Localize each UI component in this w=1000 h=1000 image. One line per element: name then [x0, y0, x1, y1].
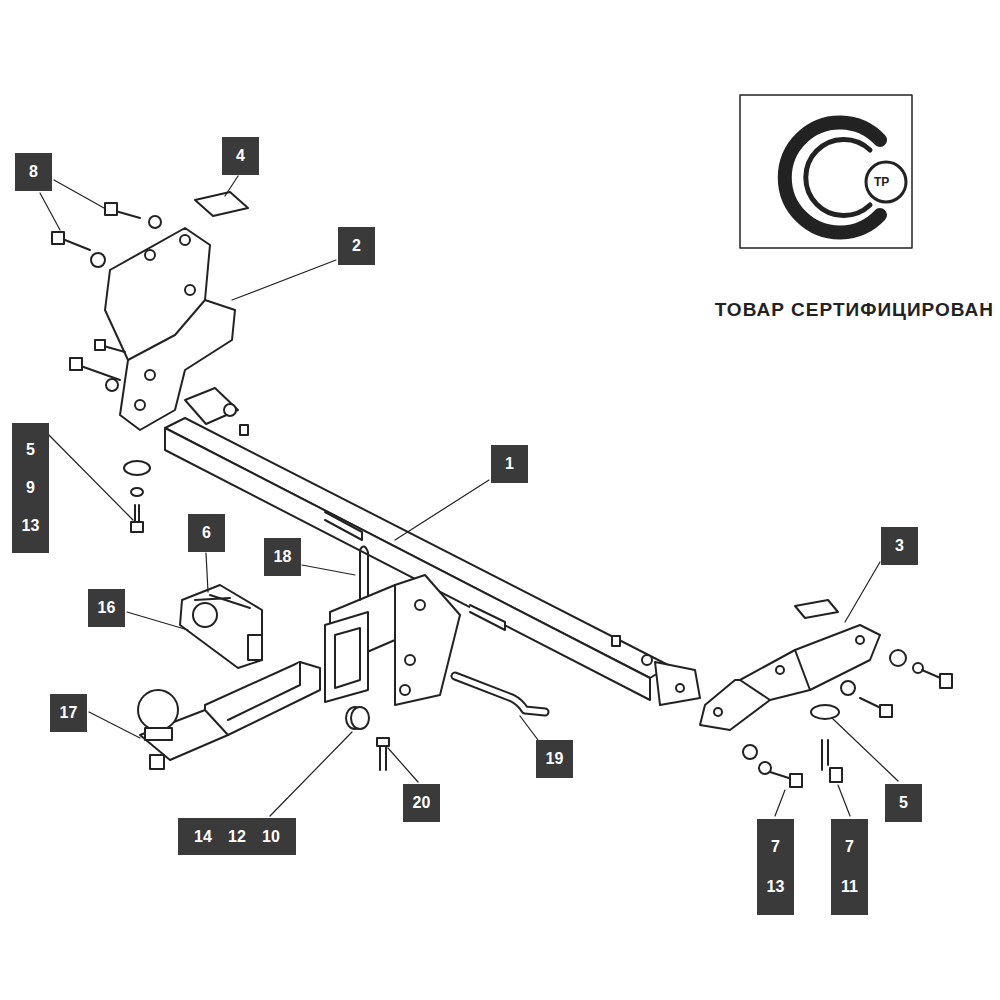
certification-note: ТОВАР СЕРТИФИЦИРОВАН — [715, 299, 994, 321]
callout-text: 3 — [895, 537, 904, 555]
callout-number: 18 — [264, 538, 301, 576]
plate — [195, 192, 248, 216]
callout-number: 19 — [536, 740, 573, 778]
callout-text: 11 — [841, 878, 858, 896]
socket-bracket — [180, 585, 262, 668]
callout-number: 8 — [15, 153, 52, 191]
clip — [360, 546, 368, 600]
callout-text: 5 — [899, 794, 908, 812]
receiver — [325, 575, 460, 705]
callout-number: 17 — [50, 694, 87, 732]
callout-text: 2 — [352, 237, 361, 255]
callout-text: 9 — [26, 479, 35, 497]
callout-text: 1 — [505, 455, 514, 473]
callout-text: 7 — [771, 838, 780, 856]
callout-text: 13 — [22, 517, 40, 535]
main-beam — [165, 388, 700, 705]
callout-number: 20 — [403, 784, 440, 822]
callout-number: 3 — [881, 527, 918, 565]
logo-ring — [866, 162, 906, 202]
callout-text: 10 — [262, 828, 280, 846]
bolts — [52, 203, 161, 391]
callout-text: 8 — [29, 163, 38, 181]
bolts-right — [743, 650, 952, 787]
callout-number: 16 — [88, 589, 125, 627]
callout-number: 2 — [338, 227, 375, 265]
ball-mount — [138, 662, 320, 769]
nut-bolt — [346, 707, 389, 770]
leader-lines — [40, 176, 898, 816]
callout-text: 18 — [274, 548, 292, 566]
logo-c-inner — [806, 139, 870, 215]
callout-text: 13 — [767, 878, 785, 896]
callout-text: 17 — [60, 704, 78, 722]
callout-number: 5 — [885, 784, 922, 822]
callout-text: 19 — [546, 750, 564, 768]
logo-frame — [740, 95, 912, 248]
callout-number: 7 11 — [831, 819, 868, 915]
callout-text: 12 — [228, 828, 246, 846]
washer-bolt — [124, 461, 150, 532]
callout-text: 6 — [202, 524, 211, 542]
callout-text: 14 — [194, 828, 212, 846]
pin-inner — [455, 676, 545, 712]
callout-number: 7 13 — [757, 819, 794, 915]
callout-text: 5 — [26, 441, 35, 459]
pin — [455, 676, 545, 712]
callout-number: 6 — [188, 514, 225, 552]
callout-text: 7 — [845, 838, 854, 856]
right-bracket — [700, 600, 880, 730]
callout-text: 16 — [98, 599, 116, 617]
callout-number: 4 — [222, 137, 259, 175]
logo-text: ТР — [874, 175, 889, 189]
callout-number: 5 9 13 — [12, 423, 49, 553]
callout-text: 20 — [413, 794, 431, 812]
callout-number: 1 — [491, 445, 528, 483]
callout-text: 4 — [236, 147, 245, 165]
callout-number: 14 12 10 — [178, 818, 296, 855]
